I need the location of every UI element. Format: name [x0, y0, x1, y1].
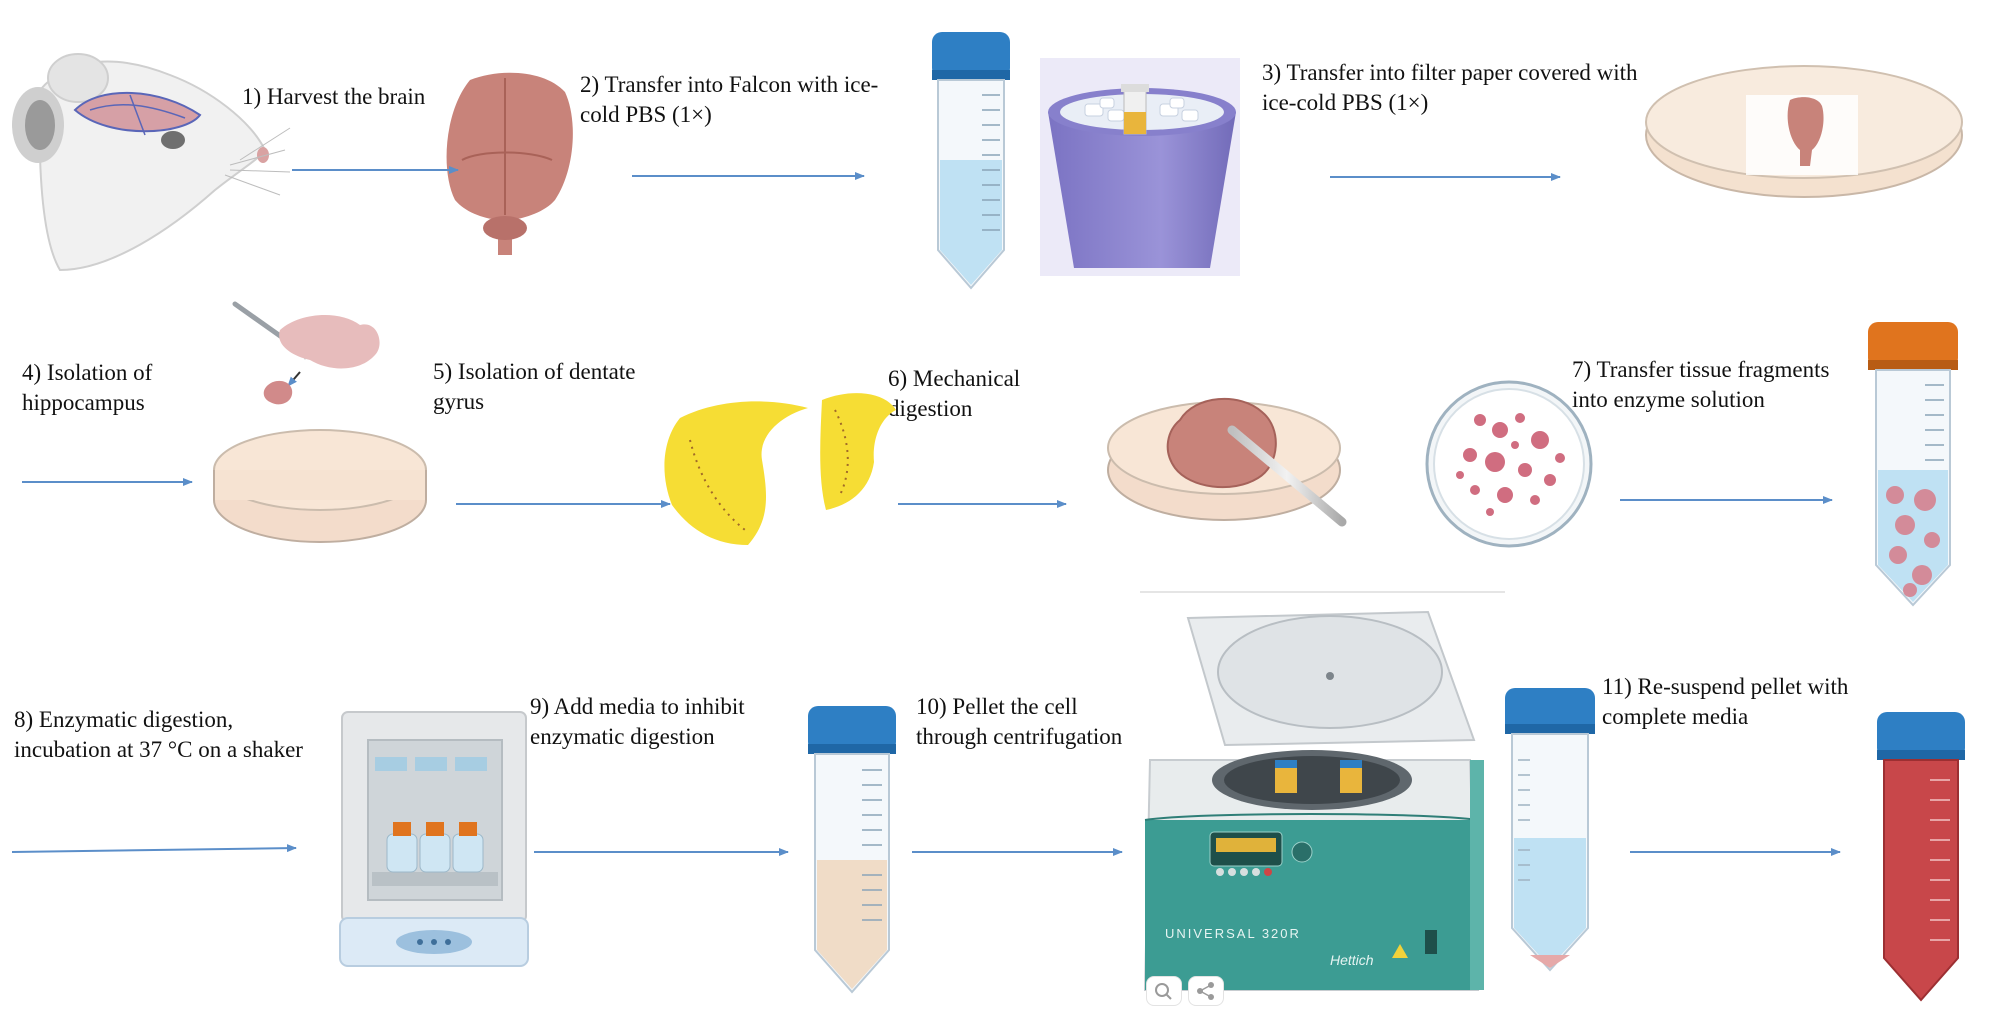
step-1-label: 1) Harvest the brain [242, 84, 426, 109]
step-6-label: 6) Mechanical digestion [888, 366, 1021, 421]
ice-bucket [1040, 58, 1240, 276]
step-8-label: 8) Enzymatic digestion, incubation at 37… [14, 707, 303, 762]
centrifuge-brand-label: Hettich [1330, 952, 1374, 968]
falcon-tube-complete-media [1877, 712, 1965, 1002]
mouse-head-illustration [12, 53, 291, 272]
step-4-label: 4) Isolation of hippocampus [22, 360, 153, 415]
step-2-label: 2) Transfer into Falcon with ice- cold P… [580, 72, 879, 127]
hippocampus-dissection [213, 301, 427, 543]
brain-illustration [446, 72, 573, 256]
tissue-fragments-dish [1425, 380, 1593, 548]
falcon-tube-media [808, 706, 896, 994]
magnifier-icon [1155, 983, 1172, 1000]
step-5-label: 5) Isolation of dentate gyrus [433, 359, 636, 414]
step-10-label: 10) Pellet the cell through centrifugati… [916, 694, 1123, 749]
step-11-label: 11) Re-suspend pellet with complete medi… [1602, 674, 1849, 729]
step-3-label: 3) Transfer into filter paper covered wi… [1262, 60, 1638, 115]
centrifuge-model-label: UNIVERSAL 320R [1165, 926, 1301, 941]
step-9-label: 9) Add media to inhibit enzymatic digest… [530, 694, 745, 749]
dentate-gyrus [664, 393, 896, 545]
step-7-label: 7) Transfer tissue fragments into enzyme… [1572, 357, 1830, 412]
share-button[interactable] [1188, 976, 1224, 1006]
petri-dish-filter-paper [1645, 65, 1963, 198]
falcon-tube-enzyme [1868, 322, 1958, 607]
arrow-8 [11, 844, 297, 853]
falcon-tube-pellet [1505, 688, 1595, 972]
shaker-incubator [339, 711, 529, 967]
mechanical-digestion-dish [1107, 397, 1347, 527]
zoom-button[interactable] [1146, 976, 1182, 1006]
share-icon [1197, 982, 1214, 1000]
falcon-tube-pbs [932, 32, 1010, 290]
centrifuge: UNIVERSAL 320R Hettich [1140, 591, 1505, 991]
flow-arrows [11, 166, 1841, 856]
